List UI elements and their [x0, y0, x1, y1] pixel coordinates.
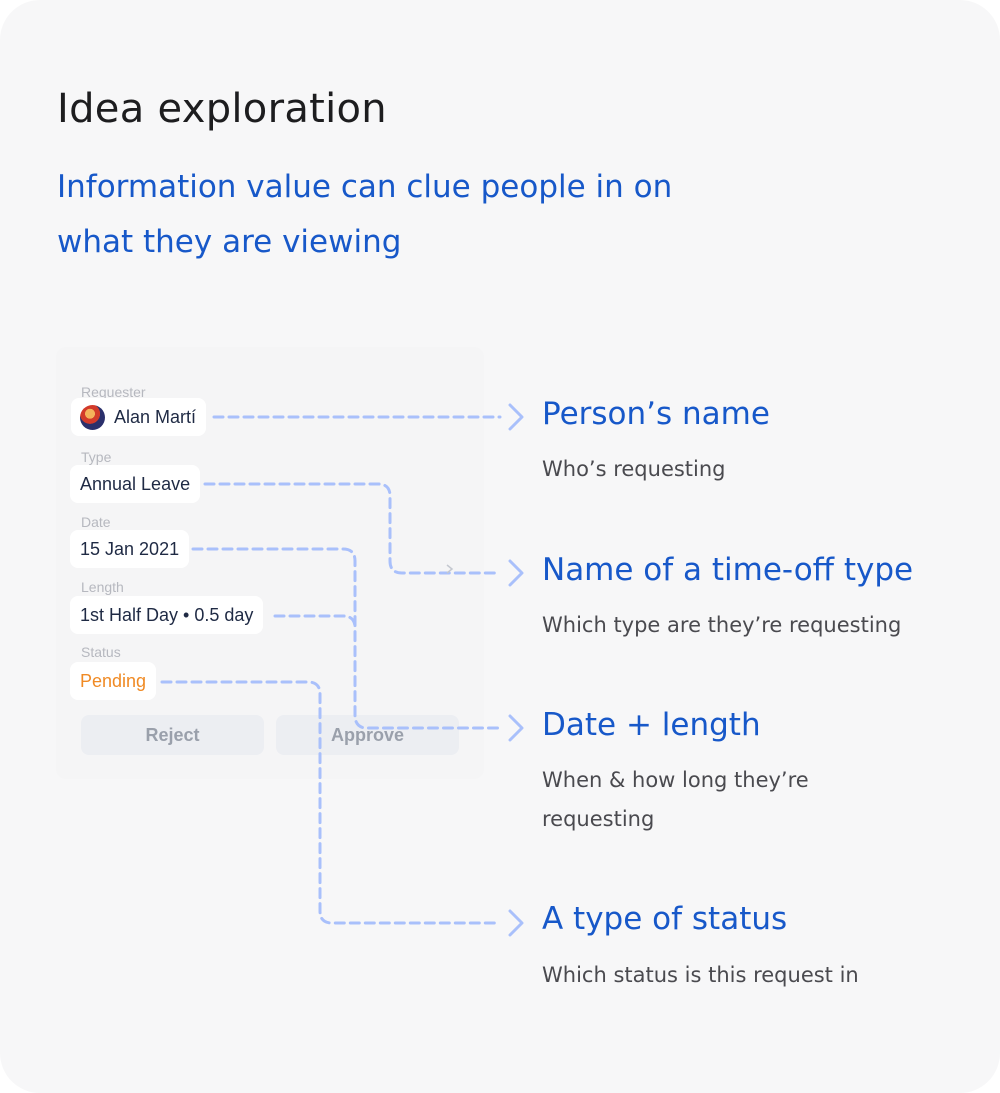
- annotation-desc-date: When & how long they’re requesting: [542, 768, 809, 831]
- annotation-desc-type: Which type are they’re requesting: [542, 613, 902, 637]
- annotation-title-status: A type of status: [542, 901, 788, 937]
- annotation-title-type: Name of a time-off type: [542, 552, 914, 588]
- arrow-date-icon: [508, 714, 524, 742]
- type-value: Annual Leave: [80, 473, 191, 494]
- status-chip[interactable]: Pending: [70, 662, 157, 700]
- arrow-status-icon: [508, 909, 524, 937]
- length-chip[interactable]: 1st Half Day • 0.5 day: [70, 596, 264, 634]
- date-label: Date: [81, 514, 111, 530]
- date-value: 15 Jan 2021: [80, 538, 180, 559]
- page-subtitle: Information value can clue people in on …: [57, 169, 673, 260]
- annotation-title-name: Person’s name: [542, 396, 770, 432]
- reject-button[interactable]: Reject: [81, 715, 264, 755]
- annotation-title-date: Date + length: [542, 707, 761, 743]
- annotation-desc-name: Who’s requesting: [542, 457, 726, 481]
- requester-label: Requester: [81, 384, 146, 400]
- type-label: Type: [81, 449, 112, 465]
- length-value: 1st Half Day • 0.5 day: [80, 604, 254, 625]
- page-title: Idea exploration: [57, 86, 387, 132]
- requester-chip[interactable]: Alan Martí: [71, 398, 207, 436]
- arrow-name-icon: [508, 403, 524, 431]
- requester-name: Alan Martí: [114, 406, 197, 427]
- avatar: [80, 404, 105, 430]
- connector-date: [191, 547, 502, 730]
- connector-status: [160, 680, 502, 925]
- annotation-desc-status: Which status is this request in: [542, 963, 859, 987]
- date-chip[interactable]: 15 Jan 2021: [70, 530, 190, 568]
- status-value: Pending: [80, 670, 147, 691]
- connector-type: [203, 482, 502, 575]
- status-label: Status: [81, 644, 121, 660]
- length-label: Length: [81, 579, 124, 595]
- type-chip[interactable]: Annual Leave: [70, 465, 201, 503]
- chevron-right-icon: [446, 564, 454, 574]
- connector-length: [273, 614, 357, 630]
- arrow-type-icon: [508, 559, 524, 587]
